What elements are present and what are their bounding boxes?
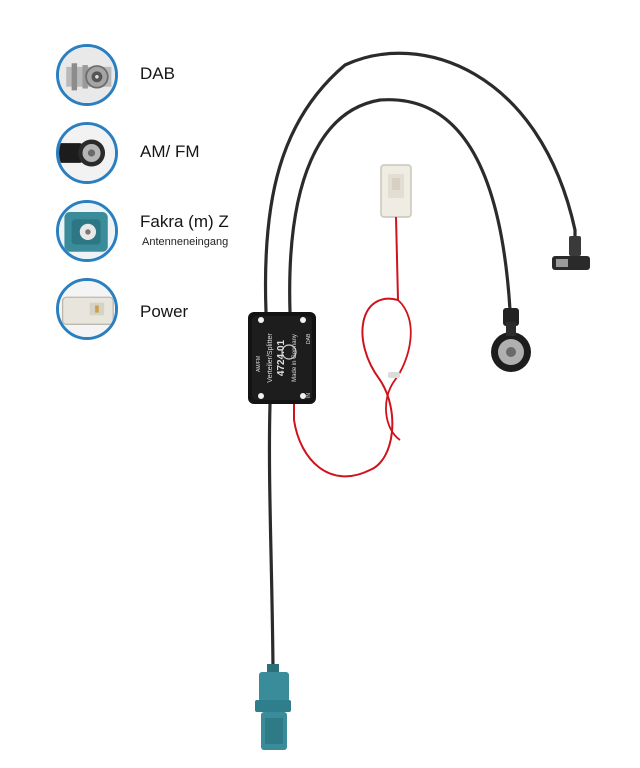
splitter-box: Verteiler/Splitter 4724.01 Made in Germa… xyxy=(248,312,316,404)
fakra-cable xyxy=(267,403,275,669)
device-name-label: Verteiler/Splitter xyxy=(267,333,274,383)
am-fm-cable xyxy=(288,98,512,313)
am-fm-connector-icon xyxy=(56,122,118,184)
am-fm-connector xyxy=(491,308,531,372)
port-label-in: IN xyxy=(306,393,312,398)
legend-item-am-fm: AM/ FM xyxy=(56,122,316,192)
fakra-connector-icon xyxy=(56,200,118,262)
legend-label-power: Power xyxy=(140,302,189,321)
legend-item-dab: DAB xyxy=(56,44,316,114)
port-label-am-fm: AM/FM xyxy=(256,356,262,372)
legend-label-fakra: Fakra (m) Z xyxy=(140,212,229,231)
legend-item-fakra: Fakra (m) Z Antenneneingang xyxy=(56,200,316,270)
legend-label-am-fm: AM/ FM xyxy=(140,142,200,161)
dab-connector xyxy=(552,236,590,270)
fakra-connector xyxy=(255,664,291,750)
power-plug xyxy=(380,164,412,218)
device-model-label: 4724.01 xyxy=(276,339,287,376)
dab-connector-icon xyxy=(56,44,118,106)
legend-item-power: Power xyxy=(56,278,316,348)
power-connector-icon xyxy=(56,278,118,340)
legend-label-dab: DAB xyxy=(140,64,175,83)
dab-cable xyxy=(263,51,577,313)
power-wire xyxy=(293,216,400,478)
port-label-dab: DAB xyxy=(306,333,312,344)
device-origin-label: Made in Germany xyxy=(292,334,298,382)
legend-sublabel-fakra: Antenneneingang xyxy=(142,236,229,248)
